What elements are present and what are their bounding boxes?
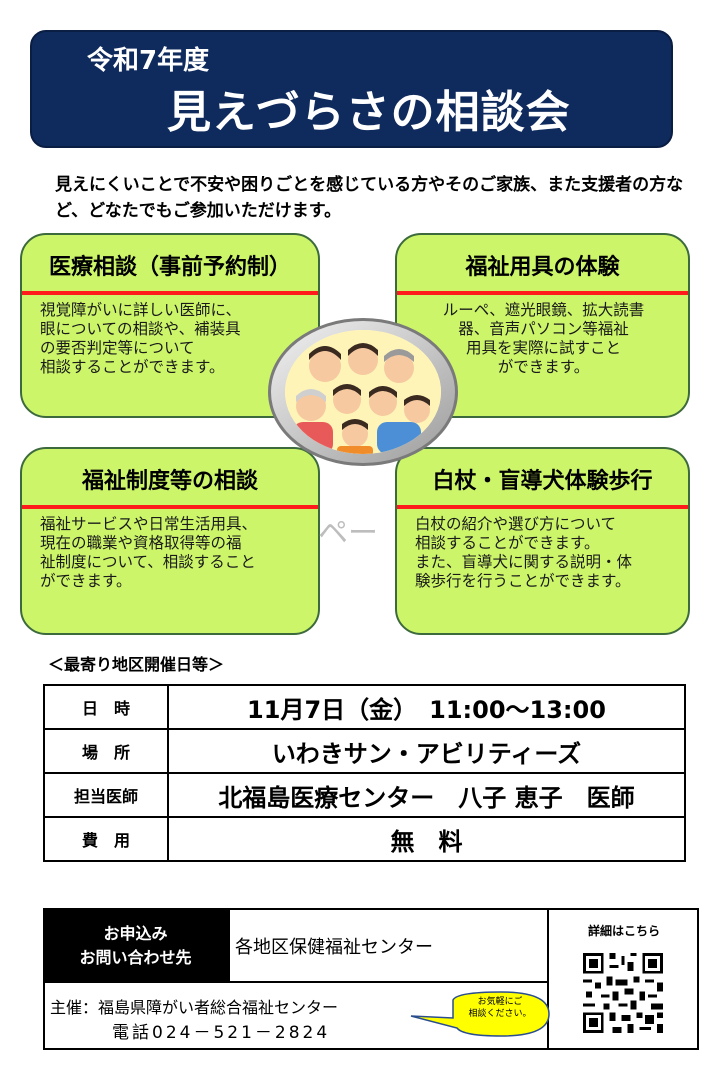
card-line: 白杖の紹介や選び方について [415,515,617,533]
card-title: 白杖・盲導犬体験歩行 [432,469,653,494]
card-body: 視覚障がいに詳しい医師に、 眼についての相談や、補装具 の要否判定等について 相… [40,301,302,377]
card-line: 用具を実際に試すこと [465,339,621,357]
header-year: 令和7年度 [87,46,210,76]
card-welfare-system: 福祉制度等の相談 福祉サービスや日常生活用具、 現在の職業や資格取得等の福 祉制… [20,447,320,635]
card-line: 祉制度について、相談すること [40,553,256,571]
card-divider [22,291,318,295]
group-of-people-illustration [285,330,441,454]
qr-code-icon[interactable] [578,950,668,1036]
row-value: 北福島医療センター 八子 恵子 医師 [167,772,686,818]
card-line: 相談することができます。 [415,534,600,552]
section-label: ＜最寄り地区開催日等＞ [48,655,225,674]
apply-label: お申込み [103,924,168,943]
card-line: ができます。 [40,572,132,590]
table-row: 費 用 無 料 [43,816,686,862]
card-body: 福祉サービスや日常生活用具、 現在の職業や資格取得等の福 祉制度について、相談す… [40,515,302,591]
faint-background-text: ペー [318,516,378,551]
row-value: 11月7日（金） 11:00～13:00 [167,684,686,730]
card-line: 器、音声パソコン等福祉 [458,320,629,338]
page-title: 見えづらさの相談会 [167,87,571,138]
card-line: 現在の職業や資格取得等の福 [40,534,242,552]
divider [228,908,230,982]
card-divider [22,505,318,509]
card-line: ができます。 [497,358,590,376]
header-banner: 令和7年度 見えづらさの相談会 [30,30,673,148]
card-title: 医療相談（事前予約制） [48,255,291,280]
card-line: ルーペ、遮光眼鏡、拡大読書 [442,301,645,319]
row-label: 場 所 [43,728,169,774]
table-row: 場 所 いわきサン・アビリティーズ [43,728,686,774]
card-line: 視覚障がいに詳しい医師に、 [40,301,242,319]
group-of-people-icon [285,330,441,454]
divider [43,981,548,983]
card-line: 相談することができます。 [40,358,225,376]
card-line: 眼についての相談や、補装具 [40,320,241,338]
phone-number[interactable]: 電話024－521－2824 [112,1023,331,1043]
bubble-line: お気軽にご [477,997,523,1007]
card-line: また、盲導犬に関する説明・体 [415,553,633,571]
row-label: 担当医師 [43,772,169,818]
card-body: 白杖の紹介や選び方について 相談することができます。 また、盲導犬に関する説明・… [415,515,672,591]
card-body: ルーペ、遮光眼鏡、拡大読書 器、音声パソコン等福祉 用具を実際に試すこと ができ… [415,301,672,377]
card-line: の要否判定等について [40,339,195,357]
card-divider [397,505,688,509]
organizer: 主催：福島県障がい者総合福祉センター [50,998,339,1017]
bubble-line: 相談ください。 [468,1009,532,1019]
contact-centers: 各地区保健福祉センター [235,937,433,958]
divider [547,908,549,1050]
card-title: 福祉用具の体験 [465,255,620,280]
inquiry-label: お問い合わせ先 [79,948,192,967]
speech-bubble-icon [410,991,550,1037]
apply-header-cell [43,908,228,982]
table-row: 担当医師 北福島医療センター 八子 恵子 医師 [43,772,686,818]
card-line: 験歩行を行うことができます。 [415,572,631,590]
card-white-cane-guide-dog: 白杖・盲導犬体験歩行 白杖の紹介や選び方について 相談することができます。 また… [395,447,690,635]
card-medical-consultation: 医療相談（事前予約制） 視覚障がいに詳しい医師に、 眼についての相談や、補装具 … [20,233,320,418]
bubble-text: お気軽にご 相談ください。 [455,996,545,1020]
card-line: 福祉サービスや日常生活用具、 [40,515,258,533]
card-divider [397,291,688,295]
card-title: 福祉制度等の相談 [81,469,258,494]
row-value: いわきサン・アビリティーズ [167,728,686,774]
row-label: 日 時 [43,684,169,730]
row-label: 費 用 [43,816,169,862]
row-value: 無 料 [167,816,686,862]
table-row: 日 時 11月7日（金） 11:00～13:00 [43,684,686,730]
event-info-table: 日 時 11月7日（金） 11:00～13:00 場 所 いわきサン・アビリティ… [43,684,686,862]
card-welfare-equipment: 福祉用具の体験 ルーペ、遮光眼鏡、拡大読書 器、音声パソコン等福祉 用具を実際に… [395,233,690,418]
intro-text: 見えにくいことで不安や困りごとを感じている方やそのご家族、また支援者の方など、ど… [55,175,684,221]
detail-label: 詳細はこちら [587,924,660,938]
